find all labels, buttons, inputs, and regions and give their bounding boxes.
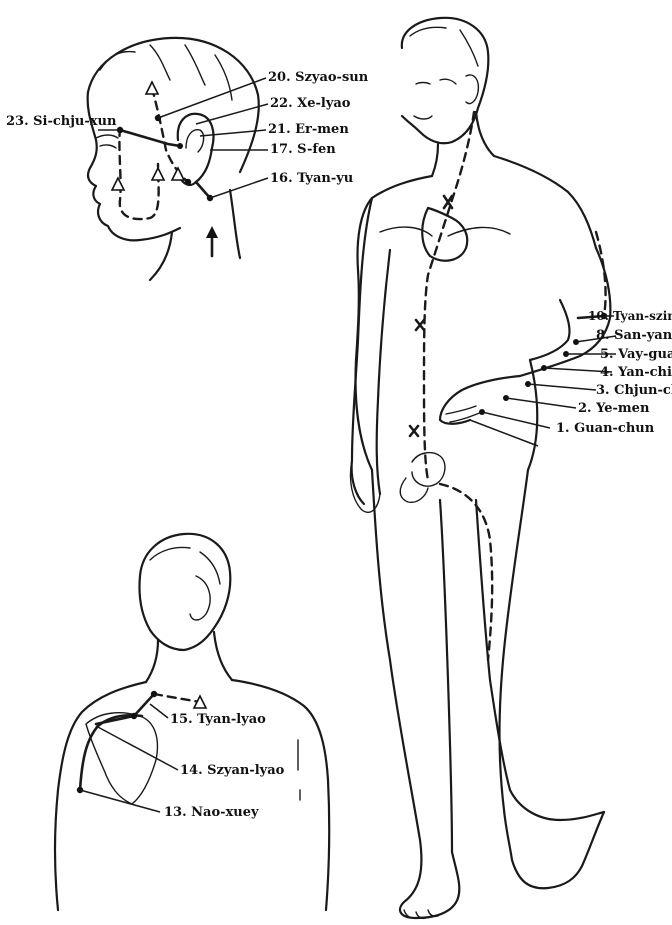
label-san-yan-lo: 8. San-yan-lo	[596, 329, 672, 342]
label-szyan-lyao: 14. Szyan-lyao	[180, 764, 284, 777]
label-yan-chi: 4. Yan-chi	[600, 366, 672, 379]
head-figure	[88, 38, 268, 280]
label-ye-men: 2. Ye-men	[578, 402, 649, 415]
label-nao-xuey: 13. Nao-xuey	[164, 806, 259, 819]
label-tyan-yu: 16. Tyan-yu	[270, 172, 353, 185]
label-er-men: 21. Er-men	[268, 123, 349, 136]
label-s-fen: 17. S-fen	[270, 143, 336, 156]
label-szyao-sun: 20. Szyao-sun	[268, 71, 368, 84]
label-vay-guan: 5. Vay-guan	[600, 348, 672, 361]
label-guan-chun: 1. Guan-chun	[556, 422, 654, 435]
standing-figure	[350, 18, 616, 919]
label-xe-lyao: 22. Xe-lyao	[270, 97, 350, 110]
label-tyan-lyao: 15. Tyan-lyao	[170, 713, 266, 726]
label-tyan-szin: 10. Tyan-szin	[588, 310, 672, 322]
label-chjun-chju: 3. Chjun-chju	[596, 384, 672, 397]
label-si-chju-xun: 23. Si-chju-xun	[6, 115, 116, 128]
